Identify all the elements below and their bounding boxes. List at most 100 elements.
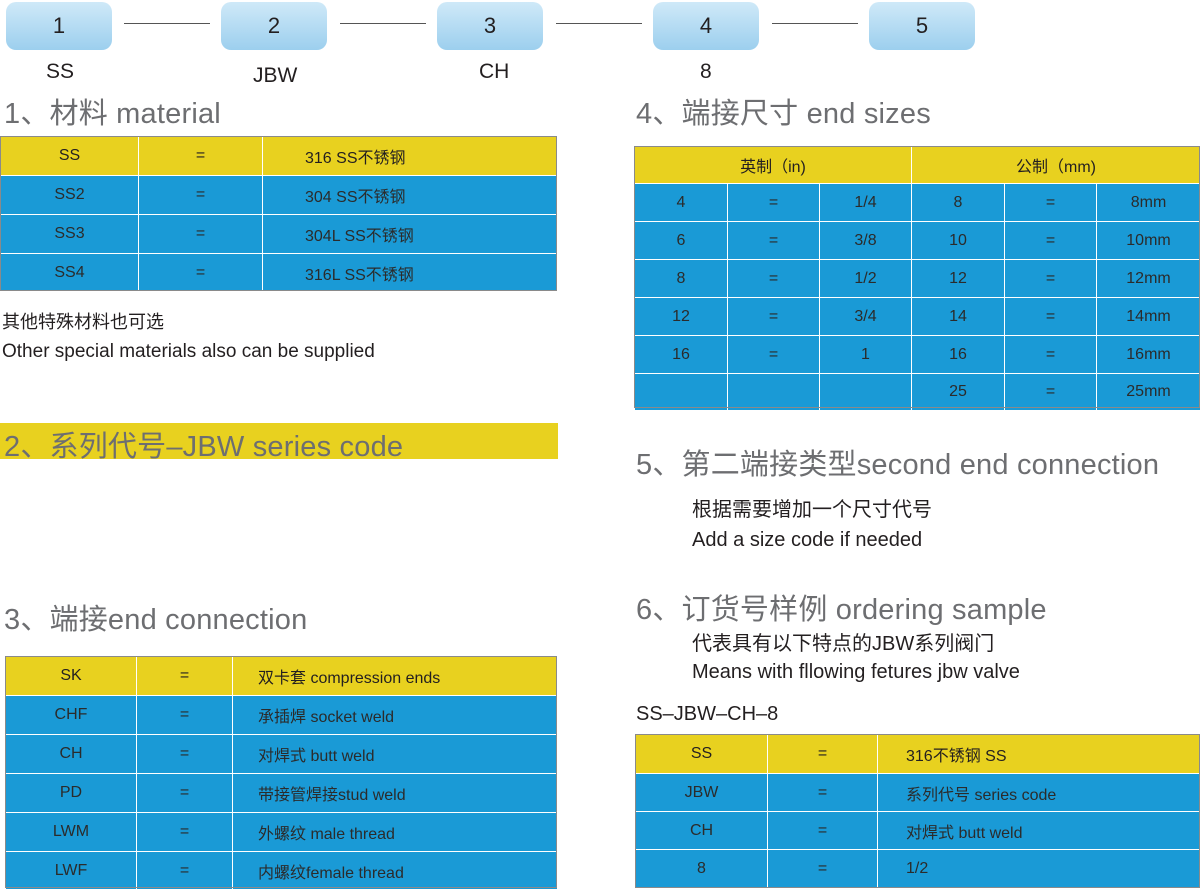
- step-pill-3: 3: [437, 2, 543, 50]
- second-end-note-cn: 根据需要增加一个尺寸代号: [692, 499, 932, 521]
- equals-sign: =: [136, 734, 233, 774]
- connection-code: CH: [5, 734, 137, 774]
- metric-code: 25: [911, 373, 1005, 411]
- order-code: JBW: [635, 773, 768, 812]
- equals-sign: =: [136, 695, 233, 735]
- step-pill-1: 1: [6, 2, 112, 50]
- metric-size: 25mm: [1096, 373, 1200, 411]
- end-connection-heading: 3、端接end connection: [4, 604, 308, 636]
- step-connector: [124, 23, 210, 24]
- table-row: CHF = 承插焊 socket weld: [5, 695, 558, 735]
- step-pill-5: 5: [869, 2, 975, 50]
- connection-desc: 双卡套 compression ends: [232, 656, 558, 696]
- equals-sign: =: [767, 734, 878, 774]
- equals-sign: =: [136, 656, 233, 696]
- table-row: JBW = 系列代号 series code: [635, 773, 1200, 812]
- table-row: SS = 316 SS不锈钢: [0, 136, 558, 176]
- equals-sign: =: [767, 773, 878, 812]
- metric-code: 8: [911, 183, 1005, 222]
- inch-code: 8: [634, 259, 728, 298]
- metric-size: 10mm: [1096, 221, 1200, 260]
- inch-code: [634, 373, 728, 411]
- step-number: 2: [267, 13, 281, 38]
- end-connection-table: SK = 双卡套 compression ends CHF = 承插焊 sock…: [5, 656, 558, 889]
- equals-sign: =: [727, 335, 820, 374]
- equals-sign: =: [136, 812, 233, 852]
- equals-sign: =: [767, 849, 878, 888]
- table-row: 16 = 1 16 = 16mm: [634, 335, 1200, 374]
- equals-sign: =: [1004, 297, 1097, 336]
- inch-size: 3/8: [819, 221, 912, 260]
- table-row: 8 = 1/2 12 = 12mm: [634, 259, 1200, 298]
- material-table-border: [0, 136, 557, 291]
- ordering-note-en: Means with fllowing fetures jbw valve: [692, 661, 1020, 683]
- equals-sign: =: [727, 183, 820, 222]
- ordering-note-cn: 代表具有以下特点的JBW系列阀门: [692, 633, 995, 655]
- inch-size: 3/4: [819, 297, 912, 336]
- second-end-heading: 5、第二端接类型second end connection: [636, 449, 1160, 481]
- step-label-4: 8: [700, 60, 712, 83]
- inch-size: 1: [819, 335, 912, 374]
- order-desc: 对焊式 butt weld: [877, 811, 1200, 850]
- table-row: SK = 双卡套 compression ends: [5, 656, 558, 696]
- material-code: SS2: [0, 175, 139, 215]
- connection-code: LWM: [5, 812, 137, 852]
- step-number: 1: [52, 13, 66, 38]
- inch-code: 16: [634, 335, 728, 374]
- material-code: SS4: [0, 253, 139, 292]
- equals-sign: =: [1004, 221, 1097, 260]
- material-note-cn: 其他特殊材料也可选: [2, 312, 164, 332]
- material-heading: 1、材料 material: [4, 98, 221, 130]
- step-label-3: CH: [479, 60, 510, 83]
- order-desc: 系列代号 series code: [877, 773, 1200, 812]
- equals-sign: =: [136, 773, 233, 813]
- connection-desc: 外螺纹 male thread: [232, 812, 558, 852]
- inch-header: 英制（in): [634, 146, 912, 184]
- table-row: 6 = 3/8 10 = 10mm: [634, 221, 1200, 260]
- equals-sign: =: [1004, 335, 1097, 374]
- series-heading: 2、系列代号–JBW series code: [4, 431, 404, 463]
- end-sizes-table-border: [634, 146, 1200, 408]
- step-pill-2: 2: [221, 2, 327, 50]
- table-row: CH = 对焊式 butt weld: [635, 811, 1200, 850]
- equals-sign: =: [727, 259, 820, 298]
- end-connection-table-border: [5, 656, 557, 888]
- table-row: LWM = 外螺纹 male thread: [5, 812, 558, 852]
- inch-size: 1/4: [819, 183, 912, 222]
- metric-code: 14: [911, 297, 1005, 336]
- table-row: SS2 = 304 SS不锈钢: [0, 175, 558, 215]
- metric-size: 16mm: [1096, 335, 1200, 374]
- equals-sign: =: [138, 253, 263, 292]
- connection-desc: 带接管焊接stud weld: [232, 773, 558, 813]
- table-row: 25 = 25mm: [634, 373, 1200, 411]
- inch-code: 4: [634, 183, 728, 222]
- metric-size: 12mm: [1096, 259, 1200, 298]
- metric-code: 10: [911, 221, 1005, 260]
- step-connector: [772, 23, 858, 24]
- ordering-table: SS = 316不锈钢 SS JBW = 系列代号 series code CH…: [635, 734, 1200, 888]
- ordering-code: SS–JBW–CH–8: [636, 703, 779, 725]
- step-number: 3: [483, 13, 497, 38]
- equals-sign: =: [138, 175, 263, 215]
- order-desc: 1/2: [877, 849, 1200, 888]
- table-row: SS = 316不锈钢 SS: [635, 734, 1200, 774]
- metric-size: 14mm: [1096, 297, 1200, 336]
- connection-desc: 承插焊 socket weld: [232, 695, 558, 735]
- material-table: SS = 316 SS不锈钢 SS2 = 304 SS不锈钢 SS3 = 304…: [0, 136, 558, 292]
- end-sizes-heading: 4、端接尺寸 end sizes: [636, 98, 931, 130]
- material-code: SS: [0, 136, 139, 176]
- material-desc: 316 SS不锈钢: [262, 136, 558, 176]
- material-desc: 304 SS不锈钢: [262, 175, 558, 215]
- order-code: SS: [635, 734, 768, 774]
- table-row: SS4 = 316L SS不锈钢: [0, 253, 558, 292]
- series-heading-band: [0, 423, 558, 459]
- connection-desc: 内螺纹female thread: [232, 851, 558, 889]
- material-note-en: Other special materials also can be supp…: [2, 341, 375, 362]
- metric-code: 16: [911, 335, 1005, 374]
- equals-sign: [727, 373, 820, 411]
- table-row: 4 = 1/4 8 = 8mm: [634, 183, 1200, 222]
- material-desc: 304L SS不锈钢: [262, 214, 558, 254]
- step-label-1: SS: [46, 60, 75, 83]
- step-connector: [340, 23, 426, 24]
- material-code: SS3: [0, 214, 139, 254]
